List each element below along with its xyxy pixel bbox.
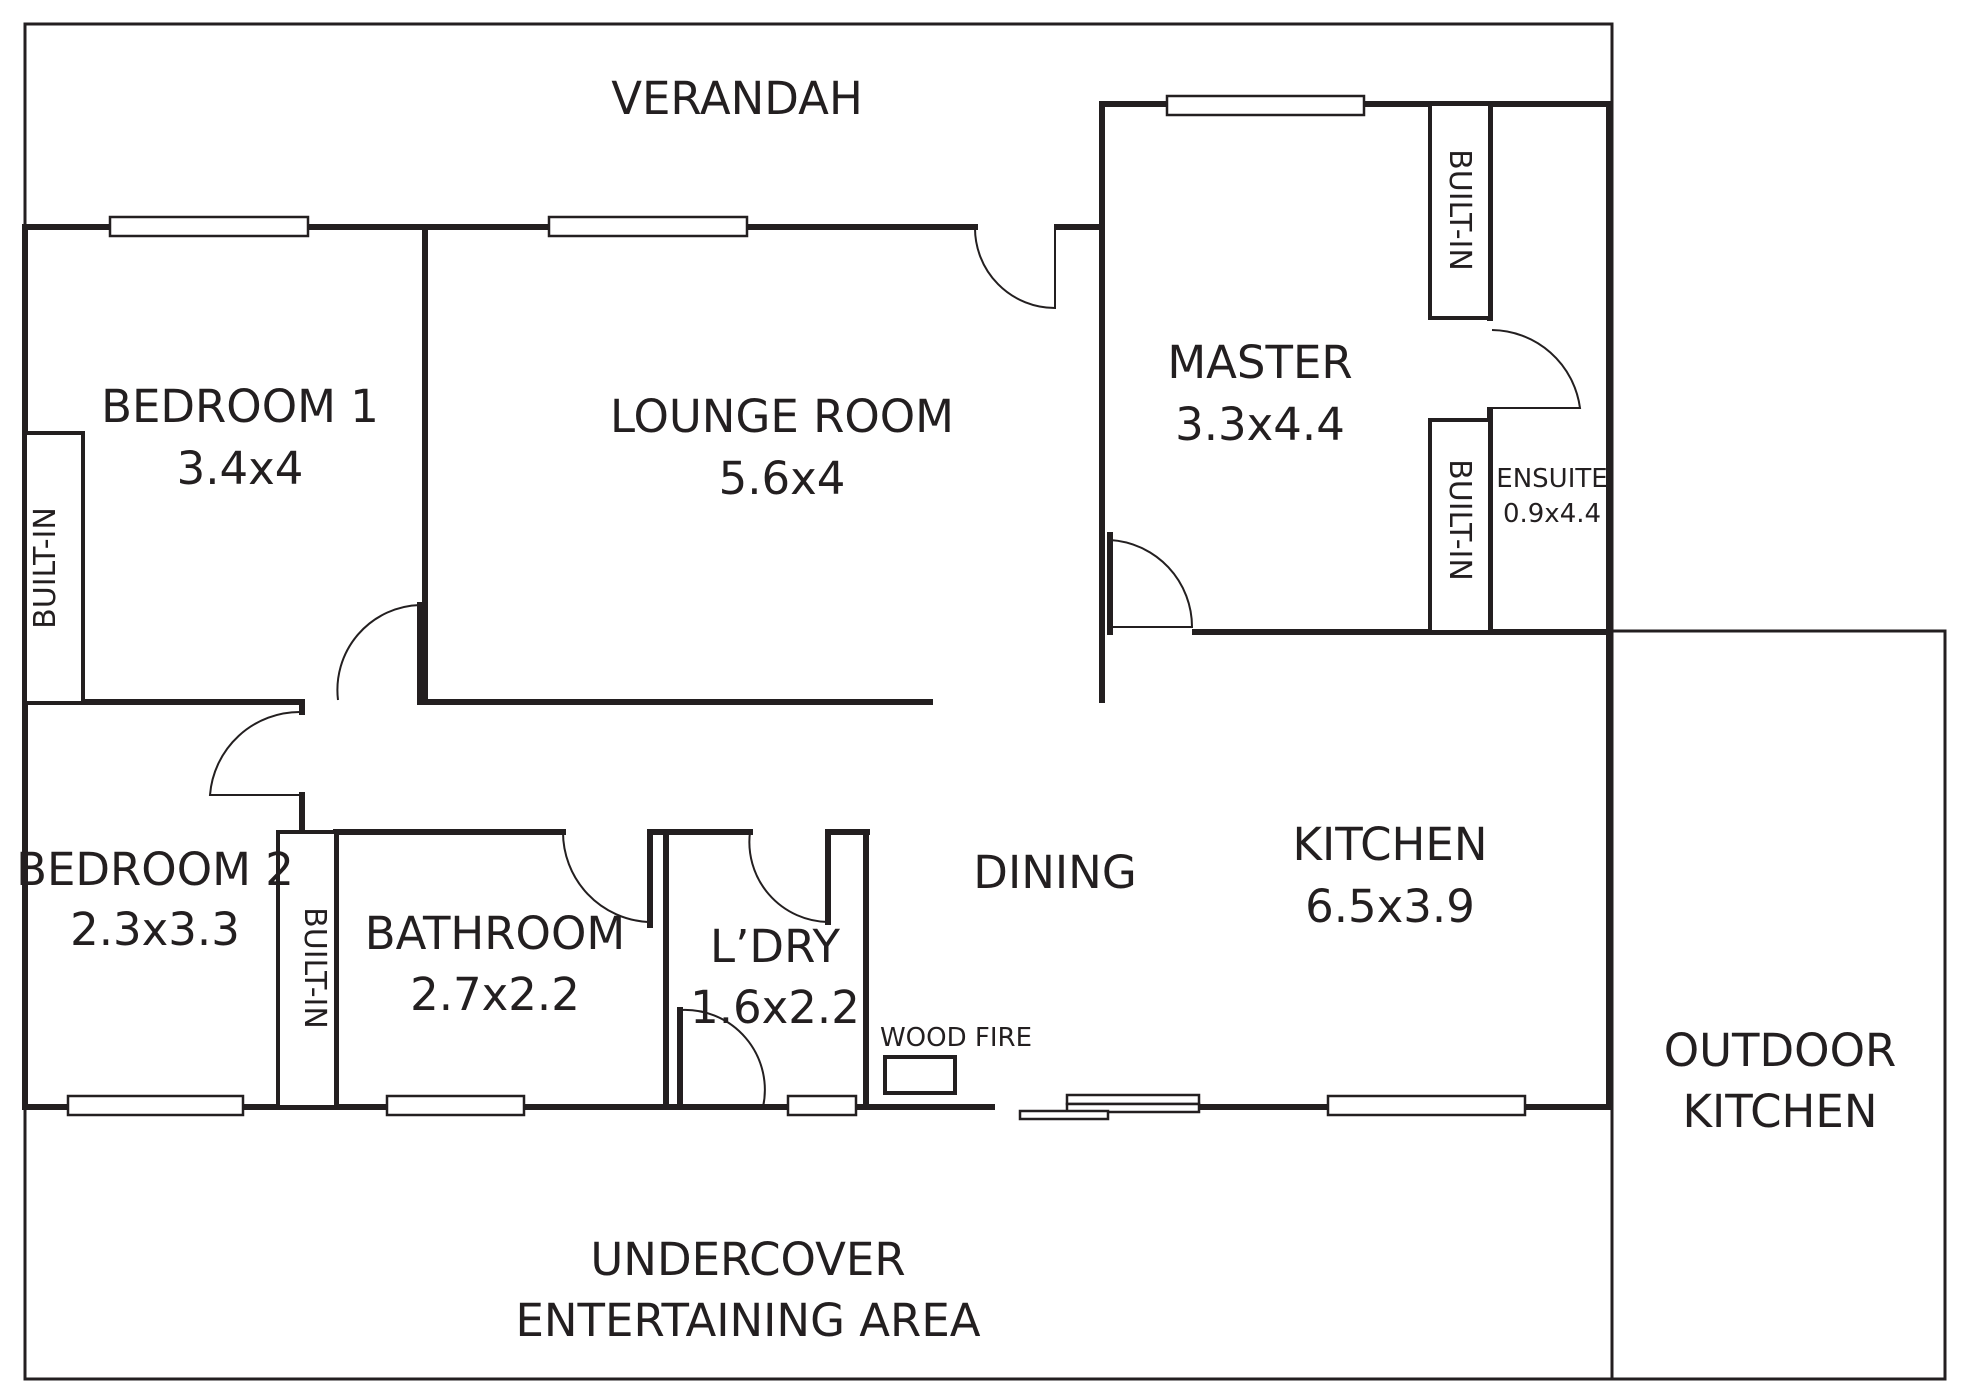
undercover-label-line1: UNDERCOVER (590, 1233, 905, 1286)
window-laundry (786, 1094, 858, 1117)
built-in-cupboards (23, 102, 1492, 1109)
bedroom2-label: BEDROOM 2 (16, 843, 294, 896)
lounge-size: 5.6x4 (719, 452, 846, 505)
dining-label: DINING (973, 846, 1136, 899)
bedroom2-size: 2.3x3.3 (70, 903, 240, 956)
built-in-label-bedroom1: BUILT-IN (28, 507, 63, 629)
built-in-master-top (1428, 102, 1492, 320)
built-in-label-master-top: BUILT-IN (1442, 149, 1477, 271)
laundry-label: L’DRY (710, 920, 840, 973)
lounge-label: LOUNGE ROOM (610, 390, 954, 443)
built-in-label-master-bottom: BUILT-IN (1442, 459, 1477, 581)
window-master (1165, 94, 1366, 117)
built-in-bedroom1 (23, 431, 85, 705)
master-size: 3.3x4.4 (1175, 398, 1345, 451)
wood-fire-label: WOOD FIRE (880, 1023, 1032, 1053)
kitchen-label: KITCHEN (1293, 818, 1488, 871)
bathroom-label: BATHROOM (365, 907, 625, 960)
window-lounge (547, 215, 749, 238)
built-in-bedroom2 (276, 830, 338, 1109)
undercover-label-line2: ENTERTAINING AREA (515, 1294, 980, 1347)
master-label: MASTER (1167, 336, 1352, 389)
built-in-master-bottom (1428, 418, 1492, 634)
outdoor-kitchen-label-line1: OUTDOOR (1664, 1024, 1897, 1077)
outdoor-kitchen-label-line2: KITCHEN (1683, 1085, 1878, 1138)
ensuite-label: ENSUITE (1496, 464, 1607, 494)
windows (66, 94, 1527, 1117)
sliding-door (1018, 1093, 1201, 1121)
built-in-label-bedroom2: BUILT-IN (297, 907, 332, 1029)
verandah-label: VERANDAH (611, 72, 863, 125)
window-bathroom (385, 1094, 526, 1117)
bedroom1-label: BEDROOM 1 (101, 380, 379, 433)
ensuite-size: 0.9x4.4 (1503, 499, 1601, 529)
door-swings (208, 226, 1582, 1108)
window-kitchen (1326, 1094, 1527, 1117)
window-bedroom2 (66, 1094, 245, 1117)
wood-fire-box (883, 1055, 957, 1095)
laundry-size: 1.6x2.2 (690, 981, 860, 1034)
window-bedroom1 (108, 215, 310, 238)
bathroom-size: 2.7x2.2 (410, 968, 580, 1021)
kitchen-size: 6.5x3.9 (1305, 880, 1475, 933)
bedroom1-size: 3.4x4 (177, 442, 304, 495)
